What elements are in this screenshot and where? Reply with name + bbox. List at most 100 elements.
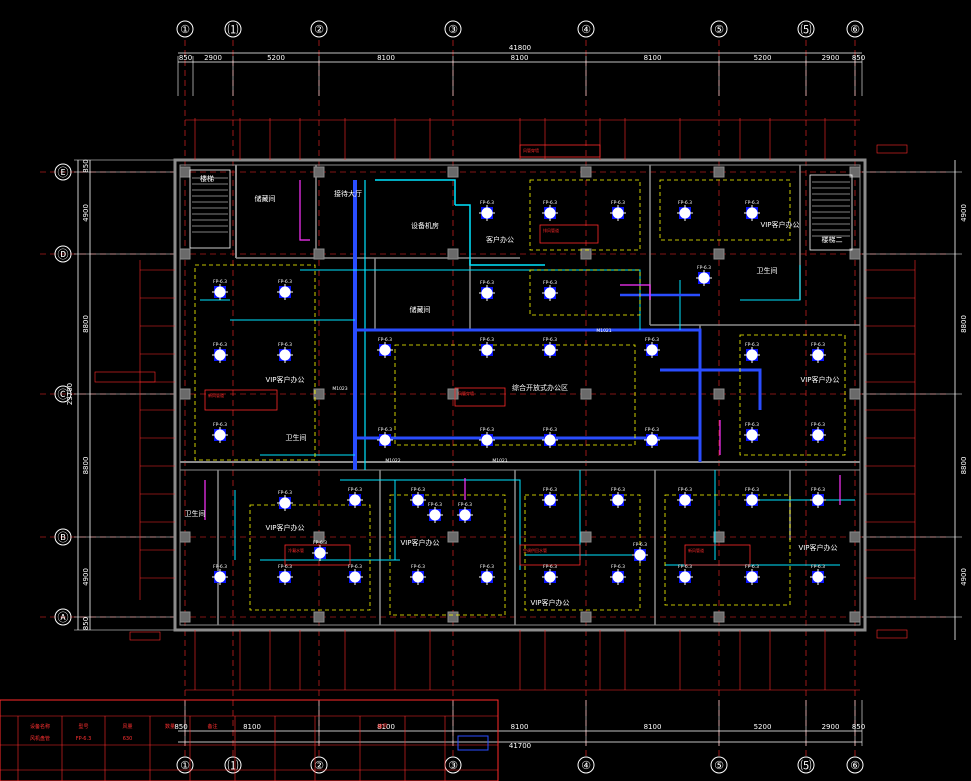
axis-bubble-top xyxy=(176,20,194,38)
column xyxy=(713,611,725,623)
column xyxy=(713,248,725,260)
axis-bubble-bottom xyxy=(176,756,194,774)
column xyxy=(849,531,861,543)
axis-label-top: ⑴ xyxy=(228,23,239,36)
column xyxy=(313,388,325,400)
fan-coil-tag: FP-6.3 xyxy=(611,487,625,493)
fan-coil-tag: FP-6.3 xyxy=(678,487,692,493)
axis-bubble-top xyxy=(444,20,462,38)
axis-label-bottom: ② xyxy=(314,759,324,772)
axis-label-top: ⑥ xyxy=(850,23,860,36)
return-duct-branch xyxy=(355,328,702,462)
fan-coil-tag: FP-6.3 xyxy=(543,487,557,493)
axis-label-bottom: ⑤ xyxy=(714,759,724,772)
supply-duct-branch xyxy=(340,479,521,570)
room-label-vip-bottom-right: VIP客户办公 xyxy=(798,543,837,552)
dim-top-segment: 850 xyxy=(852,54,865,62)
note-box xyxy=(539,224,599,244)
condensate-pipe xyxy=(299,180,310,241)
fan-coil-tag: FP-6.3 xyxy=(543,280,557,286)
dim-top-segment: 5200 xyxy=(754,54,772,62)
fan-coil-tag: FP-6.3 xyxy=(458,502,472,508)
dim-top-total: 41800 xyxy=(509,44,531,52)
room-label-storage-mid: 储藏间 xyxy=(410,305,431,314)
fan-coil-tag: FP-6.3 xyxy=(745,342,759,348)
fan-coil-tag: FP-6.3 xyxy=(480,337,494,343)
column xyxy=(713,166,725,178)
titleblock-cell: FP-6.3 xyxy=(76,736,92,742)
dim-top-segment: 2900 xyxy=(204,54,222,62)
fan-coil-tag: FP-6.3 xyxy=(697,265,711,271)
column xyxy=(849,611,861,623)
dim-bottom-segment: 8100 xyxy=(644,723,662,731)
room-label-toilet-left: 卫生间 xyxy=(185,509,206,518)
dim-bottom-left: 850 xyxy=(174,723,187,731)
supply-duct-branch xyxy=(375,179,456,205)
axis-label-left: Ⓓ xyxy=(58,248,69,261)
column xyxy=(179,166,191,178)
axis-label-left: Ⓔ xyxy=(58,166,69,179)
fan-coil-tag: FP-6.3 xyxy=(213,279,227,285)
note-box-small xyxy=(876,144,908,154)
axis-bubble-bottom xyxy=(224,756,242,774)
column xyxy=(179,531,191,543)
room-label-vip-bottom-mid: VIP客户办公 xyxy=(400,538,439,547)
titleblock-header: 风量 xyxy=(122,723,132,730)
column xyxy=(179,388,191,400)
column xyxy=(580,248,592,260)
dim-right-segment: 4900 xyxy=(960,204,968,222)
axis-bubble-bottom xyxy=(846,756,864,774)
titleblock-header: 备注 xyxy=(207,723,217,730)
condensate-pipe xyxy=(620,284,651,300)
room-label-toilet-right: 卫生间 xyxy=(757,266,778,275)
axis-bubble-top xyxy=(577,20,595,38)
dim-left-segment: 850 xyxy=(82,617,90,630)
dim-top-segment: 2900 xyxy=(822,54,840,62)
zone-outline xyxy=(389,494,506,616)
fan-coil-tag: FP-6.3 xyxy=(480,427,494,433)
zone-outline xyxy=(249,504,371,611)
column xyxy=(447,248,459,260)
column xyxy=(713,388,725,400)
note-box xyxy=(519,544,581,566)
note-box-small xyxy=(876,629,908,639)
axis-bubble-top xyxy=(797,20,815,38)
column xyxy=(447,611,459,623)
fan-coil-tag: FP-6.3 xyxy=(645,337,659,343)
axis-bubble-left xyxy=(54,163,72,181)
door-tag: M1023 xyxy=(332,386,347,392)
dim-left-segment: 4900 xyxy=(82,568,90,586)
dim-bottom-segment: 850 xyxy=(852,723,865,731)
fan-coil-tag: FP-6.3 xyxy=(678,200,692,206)
fan-coil-tag: FP-6.3 xyxy=(278,490,292,496)
zone-outline xyxy=(664,494,791,606)
dim-bottom-segment: 8100 xyxy=(243,723,261,731)
stair-left xyxy=(189,169,231,249)
fan-coil-tag: FP-6.3 xyxy=(348,487,362,493)
fan-coil-tag: FP-6.3 xyxy=(278,342,292,348)
axis-label-bottom: ① xyxy=(180,759,190,772)
axis-label-top: ② xyxy=(314,23,324,36)
room-label-client-office-top: 客户办公 xyxy=(486,235,514,244)
note-text: 新风管道 xyxy=(208,392,224,398)
axis-bubble-bottom xyxy=(710,756,728,774)
fan-coil-tag: FP-6.3 xyxy=(811,564,825,570)
stair-right xyxy=(809,174,853,251)
fan-coil-tag: FP-6.3 xyxy=(745,564,759,570)
column xyxy=(447,166,459,178)
note-box-small xyxy=(129,631,161,641)
column xyxy=(580,531,592,543)
zone-outline xyxy=(524,494,641,611)
column xyxy=(580,388,592,400)
axis-label-bottom: ⑥ xyxy=(850,759,860,772)
fan-coil-tag: FP-6.3 xyxy=(480,280,494,286)
axis-bubble-top xyxy=(710,20,728,38)
note-box xyxy=(684,544,751,566)
axis-bubble-bottom xyxy=(577,756,595,774)
room-labels: 楼梯楼梯二储藏间接待大厅设备机房客户办公VIP客户办公VIP客户办公储藏间综合开… xyxy=(185,174,843,607)
fan-coil-tag: FP-6.3 xyxy=(278,279,292,285)
fan-coil-tag: FP-6.3 xyxy=(543,200,557,206)
